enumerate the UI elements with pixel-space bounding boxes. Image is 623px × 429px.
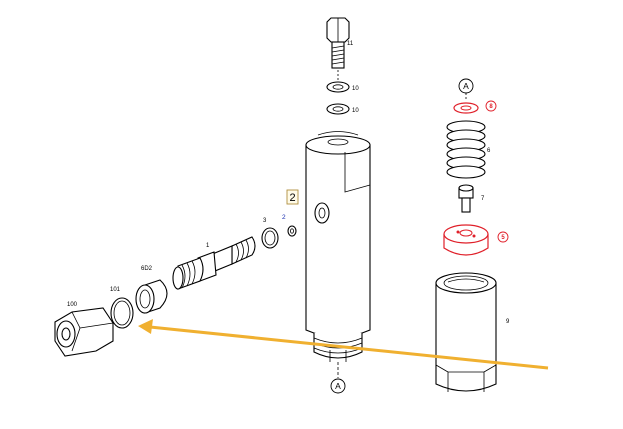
barrel-sleeve: 9 (435, 272, 510, 392)
svg-text:7: 7 (481, 196, 485, 202)
svg-text:10: 10 (352, 86, 359, 92)
svg-text:2: 2 (282, 214, 286, 221)
section-mark-bottom: A (330, 378, 346, 394)
washer-upper: 10 (326, 81, 359, 93)
valve-cap: 6D2 (135, 266, 168, 314)
svg-text:6D2: 6D2 (141, 266, 153, 272)
plunger: 7 (458, 184, 485, 213)
svg-text:10: 10 (352, 108, 359, 114)
svg-text:101: 101 (110, 287, 121, 293)
plunger-spring: 6 (446, 120, 491, 179)
svg-text:3: 3 (263, 218, 267, 224)
seal-ring: 101 (110, 287, 134, 329)
upper-spring-seat-red: 8 (453, 100, 497, 114)
svg-text:11: 11 (347, 41, 354, 47)
svg-text:8: 8 (489, 104, 493, 110)
svg-text:9: 9 (506, 319, 510, 325)
o-ring: 3 (261, 218, 279, 249)
callout-box: 2 (286, 189, 299, 205)
pump-body (305, 131, 371, 362)
banjo-bolt: 11 (326, 17, 354, 69)
svg-text:1: 1 (206, 243, 210, 249)
barrel-seat-red: 5 (443, 224, 509, 256)
svg-text:100: 100 (67, 302, 78, 308)
svg-text:A: A (335, 381, 341, 391)
union-nut: 100 (54, 302, 114, 357)
small-ring: 2 (282, 214, 297, 237)
svg-text:5: 5 (501, 235, 505, 241)
pointer-arrow (138, 319, 549, 370)
svg-text:2: 2 (289, 192, 295, 204)
delivery-valve: 1 (172, 236, 256, 290)
svg-text:A: A (463, 81, 469, 91)
svg-text:6: 6 (487, 148, 491, 154)
section-mark-top: A (458, 78, 474, 94)
washer-lower: 10 (326, 103, 359, 115)
